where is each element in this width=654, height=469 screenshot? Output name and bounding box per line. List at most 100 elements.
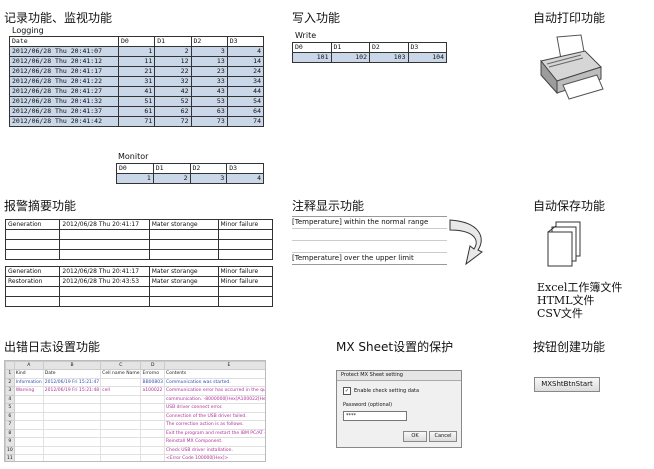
errorlog-cell[interactable] <box>140 394 165 404</box>
errorlog-cell[interactable] <box>140 420 165 430</box>
row-number[interactable]: 2 <box>5 377 15 387</box>
errorlog-cell[interactable] <box>42 403 102 413</box>
table-cell <box>217 286 274 297</box>
enable-check-checkbox[interactable]: ✓ <box>343 387 351 395</box>
errorlog-cell[interactable] <box>13 454 44 461</box>
cancel-button[interactable]: Cancel <box>429 431 457 442</box>
ok-button[interactable]: OK <box>403 431 427 442</box>
row-number[interactable]: 6 <box>5 411 15 421</box>
table-cell: Minor failure <box>217 276 274 287</box>
mxshtbtnstart-button[interactable]: MXShtBtnStart <box>534 377 600 392</box>
errorlog-cell[interactable] <box>42 428 102 438</box>
errorlog-cell[interactable]: Communication was started. <box>163 377 265 387</box>
errorlog-cell[interactable] <box>140 445 165 455</box>
row-number[interactable]: 7 <box>5 420 15 430</box>
errorlog-cell[interactable] <box>100 454 142 461</box>
errorlog-cell[interactable] <box>42 445 102 455</box>
errorlog-cell[interactable] <box>140 428 165 438</box>
errorlog-cell[interactable] <box>100 403 142 413</box>
table-cell: 53 <box>190 96 228 107</box>
errorlog-cell[interactable] <box>100 437 142 447</box>
errorlog-cell[interactable] <box>140 411 165 421</box>
enable-check-row: ✓ Enable check setting data <box>343 387 419 395</box>
table-cell[interactable]: 102 <box>330 52 370 63</box>
errorlog-cell[interactable] <box>42 420 102 430</box>
errorlog-cell[interactable]: Contents <box>163 369 265 379</box>
column-letter[interactable]: A <box>13 361 44 370</box>
row-number[interactable]: 10 <box>5 445 15 455</box>
errorlog-cell[interactable]: Communication error has occurred in the … <box>163 386 265 396</box>
errorlog-cell[interactable]: BB00803 <box>140 377 165 387</box>
errorlog-cell[interactable]: a100022 <box>140 386 165 396</box>
errorlog-cell[interactable]: The correction action is as follows. <box>163 420 265 430</box>
write-caption: Write <box>295 31 317 40</box>
errorlog-cell[interactable]: Cell name Name <box>100 369 142 379</box>
errorlog-cell[interactable]: Exit the program and restart the IBM PC/… <box>163 428 265 438</box>
errorlog-cell[interactable] <box>42 411 102 421</box>
errorlog-cell[interactable]: Date <box>42 369 102 379</box>
errorlog-cell[interactable]: Warning <box>13 386 44 396</box>
table-cell[interactable]: 103 <box>369 52 409 63</box>
row-number[interactable]: 1 <box>5 369 15 379</box>
errorlog-cell[interactable]: 2012/06/19 Fri 15:21:48 <box>42 386 102 396</box>
row-number[interactable]: 5 <box>5 403 15 413</box>
errorlog-cell[interactable] <box>100 420 142 430</box>
errorlog-cell[interactable] <box>13 420 44 430</box>
row-number[interactable]: 9 <box>5 437 15 447</box>
errorlog-cell[interactable] <box>100 411 142 421</box>
errorlog-cell[interactable] <box>42 454 102 461</box>
errorlog-cell[interactable]: communication. -8000000[Hex]A100022[Hex]… <box>163 394 265 404</box>
column-letter[interactable]: D <box>140 361 165 370</box>
errorlog-cell[interactable] <box>13 437 44 447</box>
table-cell <box>4 239 61 250</box>
errorlog-cell[interactable] <box>13 445 44 455</box>
errorlog-cell[interactable] <box>42 437 102 447</box>
annotation-normal: [Temperature] within the normal range <box>292 216 447 229</box>
table-cell: Generation <box>4 266 61 277</box>
monitor-caption: Monitor <box>118 152 149 161</box>
errorlog-cell[interactable] <box>13 403 44 413</box>
column-letter[interactable]: E <box>163 361 265 370</box>
errorlog-cell[interactable]: Reinstall MX Component. <box>163 437 265 447</box>
errorlog-cell[interactable] <box>140 454 165 461</box>
logging-caption: Logging <box>12 26 44 35</box>
row-number[interactable]: 3 <box>5 386 15 396</box>
errorlog-cell[interactable] <box>42 394 102 404</box>
column-letter[interactable]: B <box>42 361 102 370</box>
errorlog-cell[interactable]: USB driver connect error. <box>163 403 265 413</box>
errorlog-cell[interactable]: Errorno <box>140 369 165 379</box>
errorlog-cell[interactable] <box>13 411 44 421</box>
row-number[interactable]: 8 <box>5 428 15 438</box>
errorlog-cell[interactable]: 2012/06/19 Fri 15:21:47 <box>42 377 102 387</box>
errorlog-cell[interactable]: Information <box>13 377 44 387</box>
enable-check-label: Enable check setting data <box>354 388 420 394</box>
errorlog-cell[interactable]: Check USB driver installation. <box>163 445 265 455</box>
errorlog-cell[interactable] <box>100 377 142 387</box>
errorlog-cell[interactable]: cell <box>100 386 142 396</box>
column-header: D0 <box>117 36 156 47</box>
errorlog-cell[interactable]: <Error Code 100000[Hex]> <box>163 454 265 461</box>
errorlog-cell[interactable] <box>13 394 44 404</box>
errorlog-cell[interactable] <box>13 428 44 438</box>
table-cell: 52 <box>154 96 192 107</box>
errorlog-cell[interactable]: Kind <box>13 369 44 379</box>
errorlog-cell[interactable] <box>100 428 142 438</box>
column-letter[interactable]: C <box>100 361 142 370</box>
table-cell: Mater storange <box>148 276 219 287</box>
table-cell[interactable]: 101 <box>292 52 332 63</box>
row-number[interactable]: 11 <box>5 454 15 462</box>
table-cell[interactable]: 104 <box>407 52 447 63</box>
row-number[interactable]: 4 <box>5 394 15 404</box>
table-cell: 54 <box>226 96 265 107</box>
table-cell <box>4 296 61 307</box>
errorlog-cell[interactable] <box>100 445 142 455</box>
errorlog-cell[interactable]: Connection of the USB driver failed. <box>163 411 265 421</box>
errorlog-cell[interactable] <box>140 403 165 413</box>
password-label: Password (optional) <box>343 402 393 408</box>
table-cell: 3 <box>189 173 228 184</box>
password-field[interactable]: **** <box>343 411 407 421</box>
errorlog-cell[interactable] <box>100 394 142 404</box>
errorlog-cell[interactable] <box>140 437 165 447</box>
